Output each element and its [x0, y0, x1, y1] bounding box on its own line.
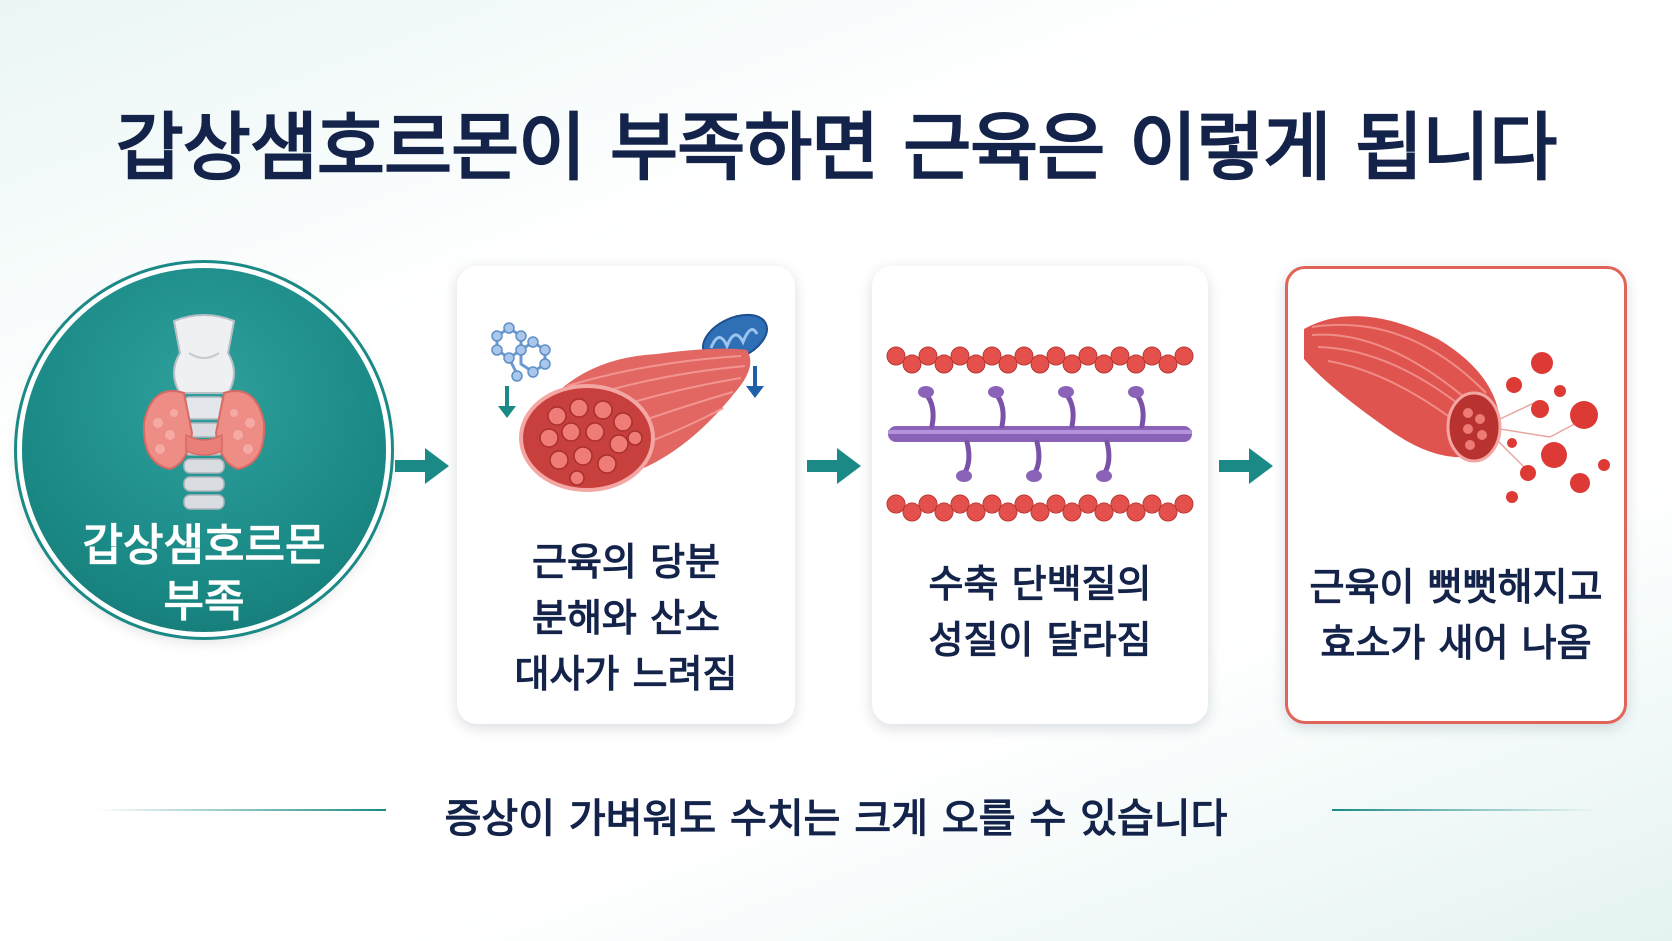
step-card-enzyme-leak: 근육이 뻣뻣해지고 효소가 새어 나옴	[1285, 266, 1627, 724]
footer-divider-left	[96, 809, 386, 811]
page-title: 갑상샘호르몬이 부족하면 근육은 이렇게 됩니다	[115, 105, 1558, 191]
arrow-right-icon	[1219, 448, 1273, 484]
enzyme-leak-icon	[1304, 316, 1610, 503]
step-metabolism-text: 근육의 당분 분해와 산소 대사가 느려짐	[514, 540, 738, 696]
step-enzyme-leak-text: 근육이 뻣뻣해지고 효소가 새어 나옴	[1309, 565, 1603, 665]
thyroid-deficiency-circle: 갑상샘호르몬 부족	[22, 268, 386, 632]
step-card-protein: 수축 단백질의 성질이 달라짐	[872, 266, 1208, 724]
arrow-right-icon	[807, 448, 861, 484]
thyroid-gland-icon	[142, 314, 266, 510]
thyroid-deficiency-label: 갑상샘호르몬 부족	[82, 520, 326, 627]
footer-divider-right	[1332, 809, 1597, 811]
muscle-fiber-icon	[491, 313, 768, 492]
protein-filaments-icon	[886, 346, 1194, 522]
arrow-right-icon	[395, 448, 449, 484]
footer-note: 증상이 가벼워도 수치는 크게 오를 수 있습니다	[444, 796, 1228, 842]
step-card-metabolism: 근육의 당분 분해와 산소 대사가 느려짐	[457, 266, 795, 724]
step-protein-text: 수축 단백질의 성질이 달라짐	[928, 562, 1152, 662]
